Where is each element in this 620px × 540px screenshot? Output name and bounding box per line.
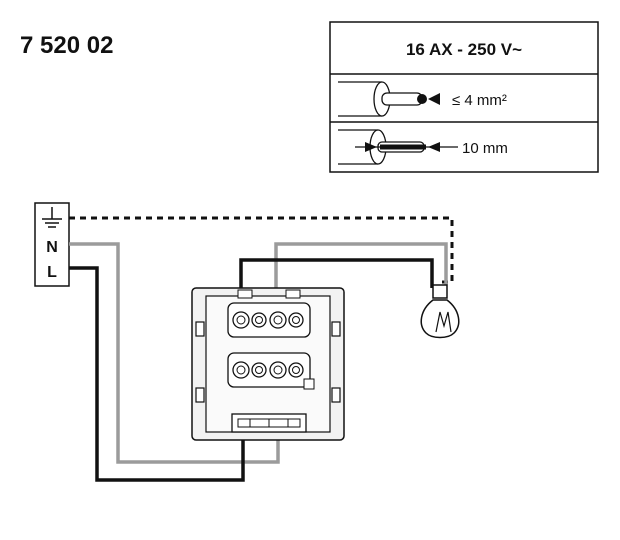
product-reference: 7 520 02 xyxy=(20,32,113,59)
line-label: L xyxy=(47,264,57,281)
switch-mechanism xyxy=(191,287,345,441)
lamp-icon xyxy=(420,284,460,339)
strip-length-label: 10 mm xyxy=(462,140,508,157)
wire-section-label: ≤ 4 mm² xyxy=(452,92,507,109)
strip-length-icon xyxy=(338,129,458,165)
rating-label: 16 AX - 250 V~ xyxy=(406,40,522,59)
earth-wire xyxy=(69,216,454,284)
line-wire xyxy=(69,266,245,482)
earth-icon xyxy=(42,207,62,228)
neutral-label: N xyxy=(46,239,58,256)
spec-box: 16 AX - 250 V~ ≤ 4 mm² 10 mm xyxy=(329,21,599,173)
neutral-wire xyxy=(69,242,280,464)
supply-terminal: N L xyxy=(34,202,70,287)
lamp-neutral-wire xyxy=(274,242,448,318)
cable-icon xyxy=(338,81,440,117)
